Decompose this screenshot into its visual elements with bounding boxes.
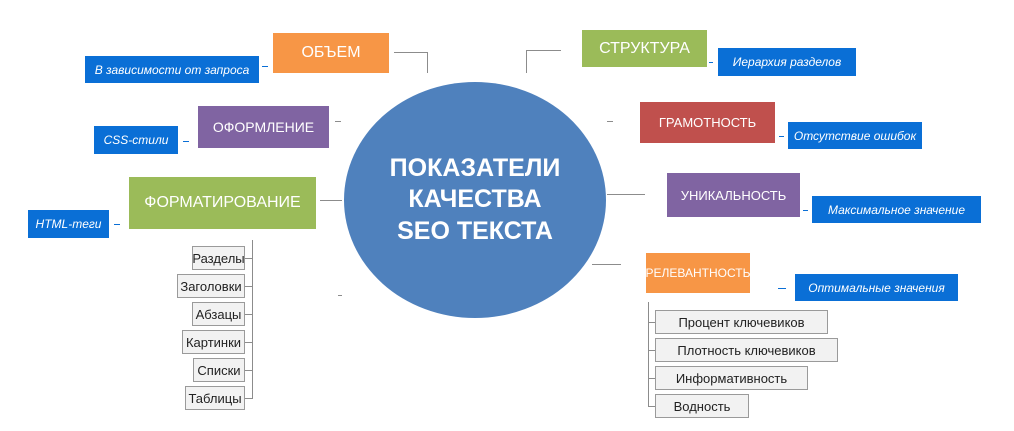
connector [245, 314, 252, 315]
note-structure: Иерархия разделов [718, 48, 856, 76]
connector [262, 66, 268, 67]
connector [607, 194, 645, 195]
center-line: КАЧЕСТВА [408, 185, 542, 214]
connector [245, 370, 252, 371]
connector [592, 264, 621, 265]
category-design: ОФОРМЛЕНИЕ [198, 106, 329, 148]
category-literacy: ГРАМОТНОСТЬ [640, 102, 775, 143]
connector [183, 141, 189, 142]
connector [245, 258, 252, 259]
list-item: Плотность ключевиков [655, 338, 838, 362]
connector [245, 398, 252, 399]
list-item: Процент ключевиков [655, 310, 828, 334]
category-relevance: РЕЛЕВАНТНОСТЬ [646, 253, 750, 293]
category-formatting: ФОРМАТИРОВАНИЕ [129, 177, 316, 229]
category-uniqueness: УНИКАЛЬНОСТЬ [667, 173, 800, 217]
list-item: Списки [193, 358, 245, 382]
connector [335, 121, 341, 122]
connector [648, 350, 655, 351]
list-item: Таблицы [185, 386, 245, 410]
connector [648, 378, 655, 379]
connector [245, 286, 252, 287]
note-uniqueness: Максимальное значение [812, 196, 981, 223]
connector [338, 295, 342, 296]
note-design: CSS-стили [94, 126, 178, 154]
note-volume: В зависимости от запроса [85, 56, 259, 83]
connector [526, 50, 527, 73]
category-structure: СТРУКТУРА [582, 30, 707, 67]
connector [778, 288, 786, 289]
center-line: ПОКАЗАТЕЛИ [389, 154, 561, 183]
connector [803, 210, 808, 211]
connector [648, 406, 655, 407]
category-volume: ОБЪЕМ [273, 33, 389, 73]
connector [526, 50, 561, 51]
list-item: Абзацы [192, 302, 245, 326]
note-relevance: Оптимальные значения [795, 274, 958, 301]
center-line: SEO ТЕКСТА [397, 216, 553, 245]
note-formatting: HTML-теги [28, 210, 109, 238]
connector [394, 52, 428, 53]
connector [709, 62, 713, 63]
connector [779, 136, 784, 137]
connector [648, 302, 649, 406]
list-item: Информативность [655, 366, 808, 390]
list-item: Картинки [182, 330, 245, 354]
note-literacy: Отсутствие ошибок [788, 122, 922, 149]
connector [427, 52, 428, 73]
connector [320, 200, 342, 201]
connector [245, 342, 252, 343]
connector [252, 240, 253, 399]
list-item: Водность [655, 394, 749, 418]
connector [114, 224, 120, 225]
connector [607, 121, 613, 122]
list-item: Заголовки [177, 274, 245, 298]
list-item: Разделы [192, 246, 245, 270]
connector [648, 322, 655, 323]
